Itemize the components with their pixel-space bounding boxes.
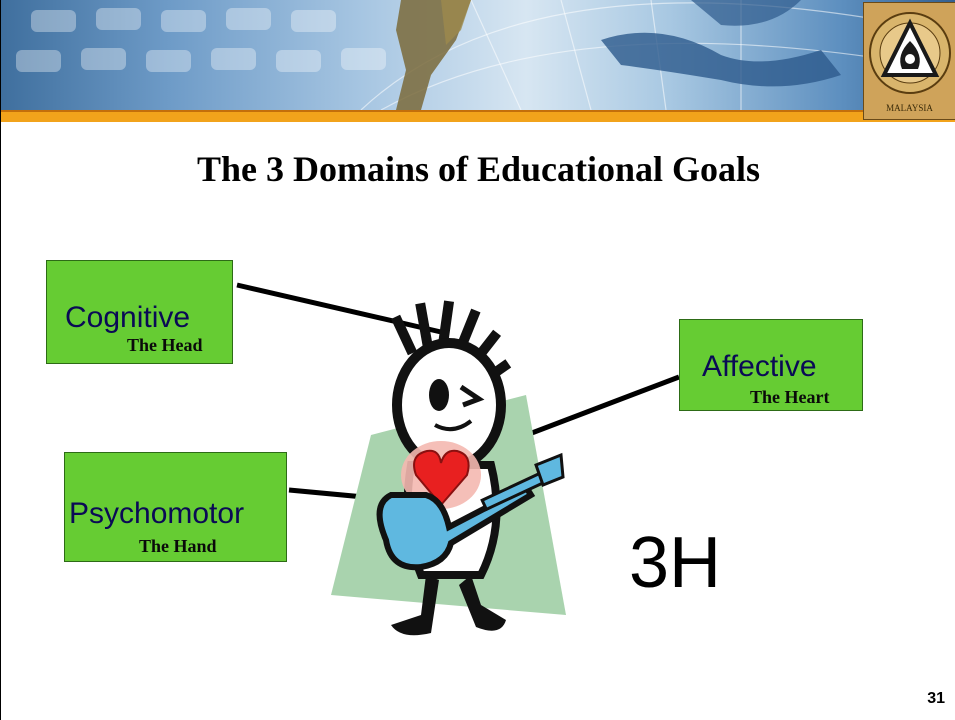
logo-text: MALAYSIA: [886, 103, 933, 113]
slide-title: The 3 Domains of Educational Goals: [196, 149, 761, 189]
cognitive-box: Cognitive The Head: [46, 260, 233, 364]
cognitive-sublabel: The Head: [127, 335, 203, 355]
psychomotor-sublabel: The Hand: [139, 536, 217, 556]
accent-bar: [1, 110, 955, 122]
connector-cognitive: [236, 282, 442, 335]
big-3h-label: 3H: [629, 523, 722, 603]
affective-box: Affective The Heart: [679, 319, 863, 411]
affective-sublabel: The Heart: [750, 387, 830, 407]
psychomotor-label: Psychomotor: [69, 497, 245, 530]
heart-icon: [413, 449, 470, 507]
affective-label: Affective: [702, 350, 817, 383]
header-banner: [1, 0, 955, 110]
psychomotor-box: Psychomotor The Hand: [64, 452, 287, 562]
cognitive-label: Cognitive: [65, 301, 191, 334]
guitarist-clipart-image: [331, 300, 566, 636]
page-number: 31: [927, 690, 945, 707]
globe-banner-image: [16, 0, 892, 110]
logo-emblem-icon: MALAYSIA: [863, 2, 955, 120]
